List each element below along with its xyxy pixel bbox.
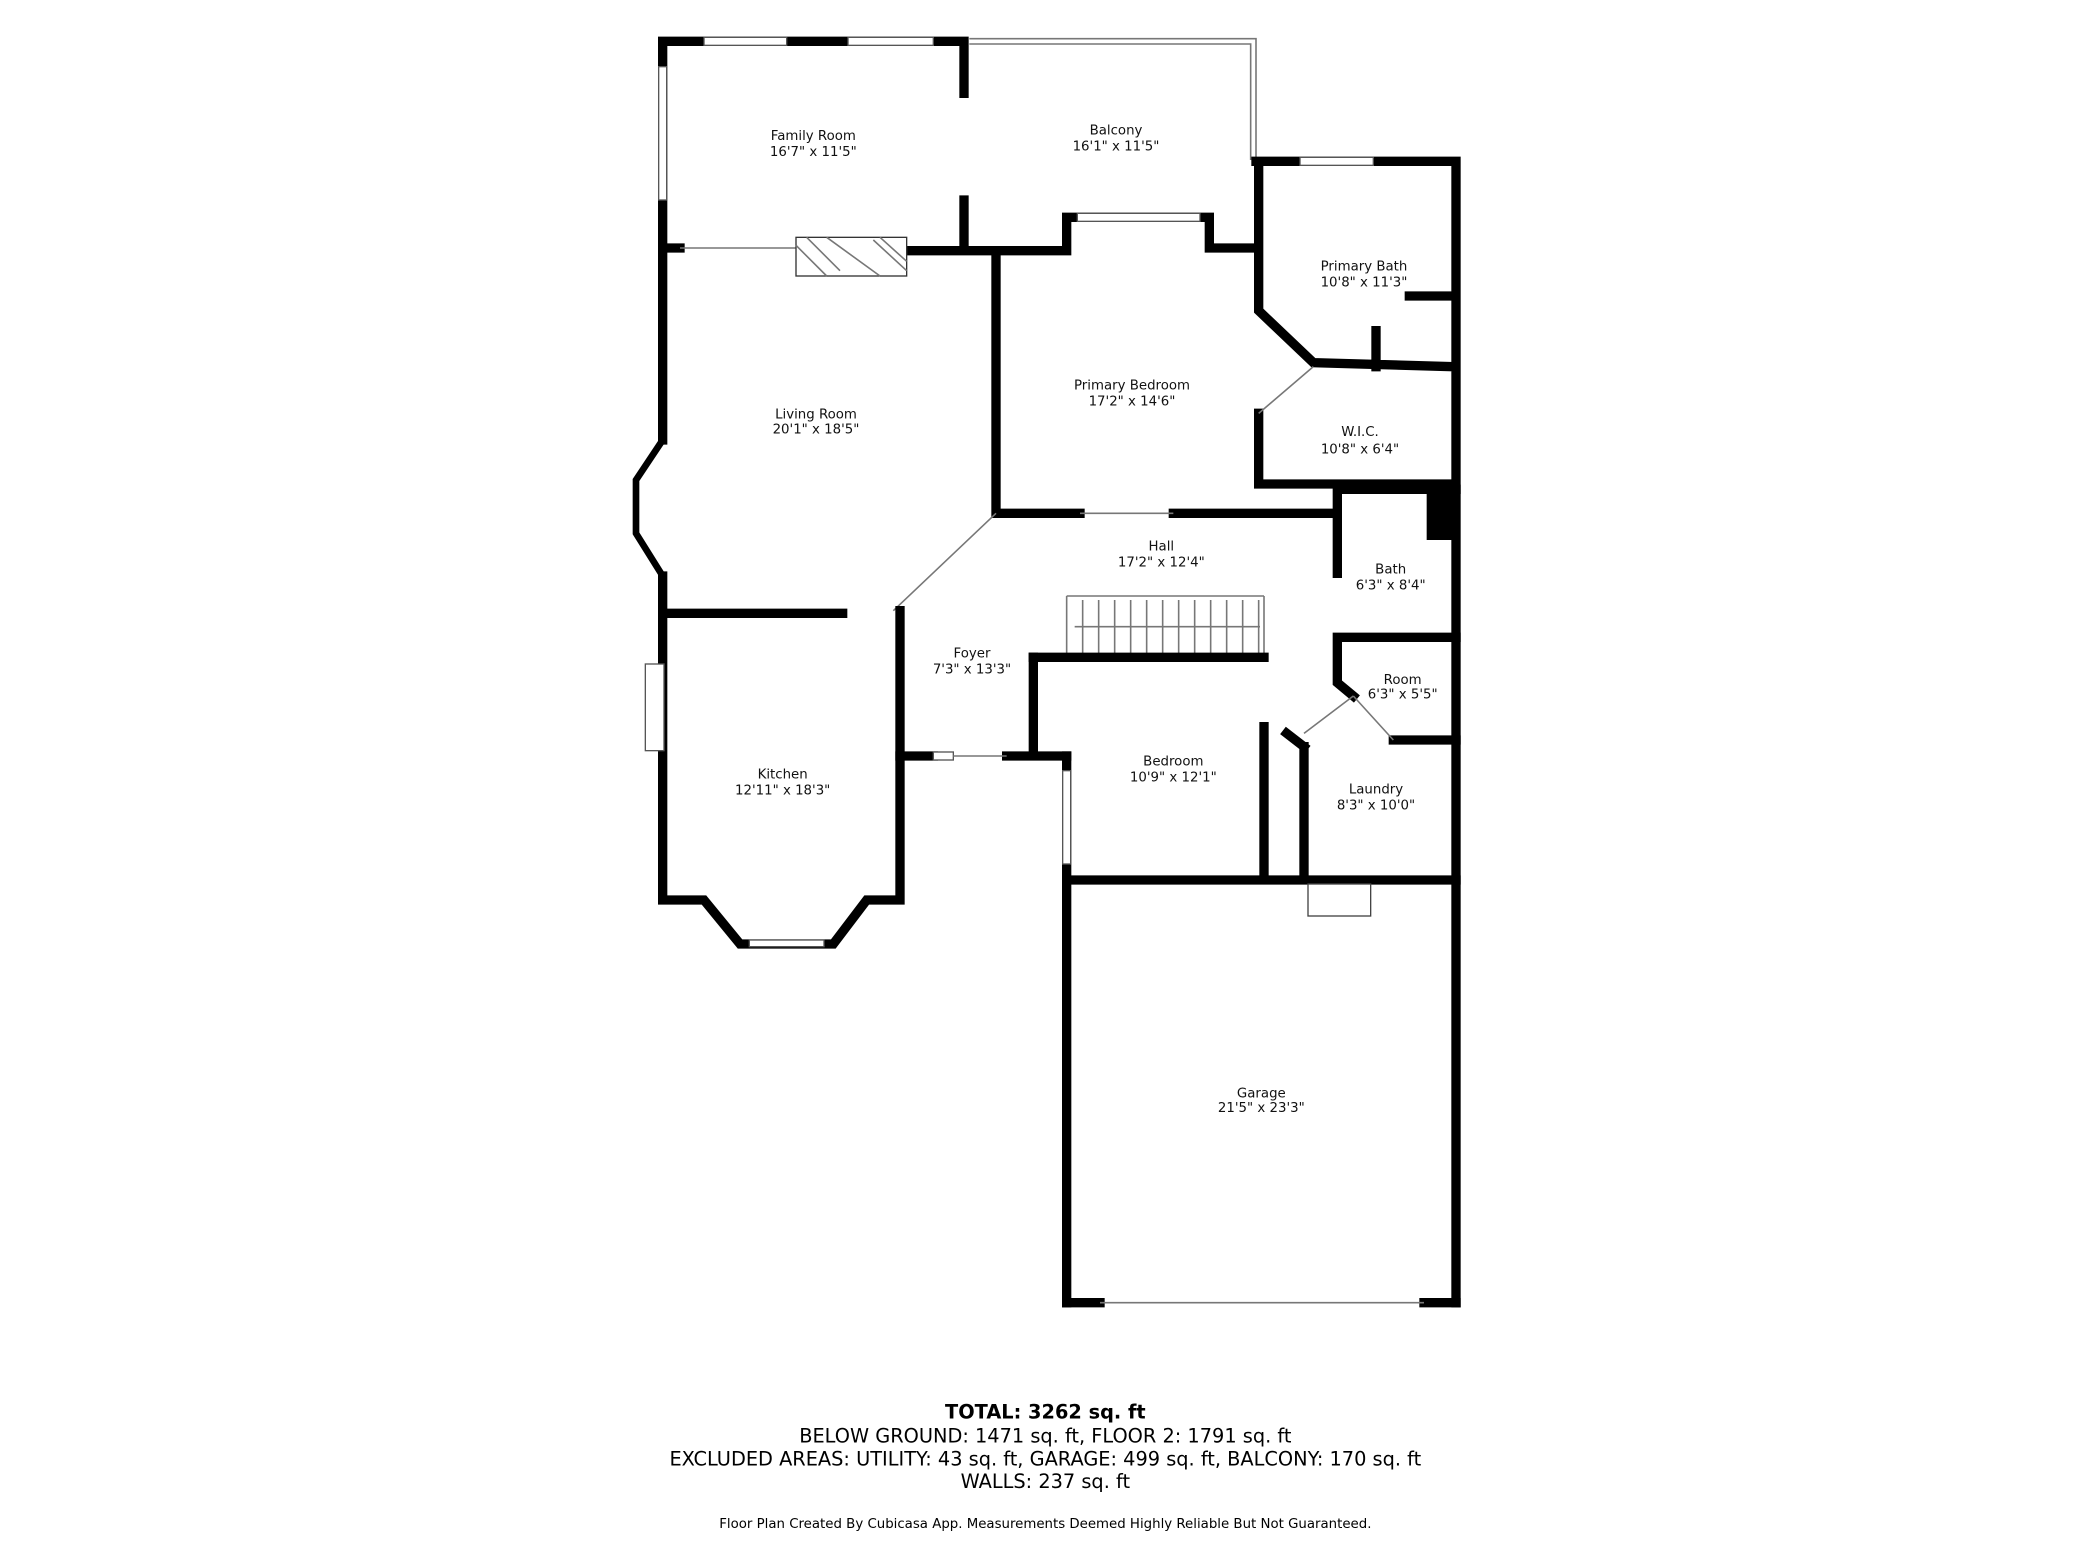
room-name-room: Room: [1384, 673, 1422, 688]
total-area: TOTAL: 3262 sq. ft: [945, 1401, 1146, 1424]
room-size-bedroom: 10'9" x 12'1": [1130, 770, 1217, 785]
stairs: [1065, 595, 1265, 658]
room-size-wic: 10'8" x 6'4": [1321, 442, 1399, 457]
walls: [632, 36, 1461, 1308]
room-labels: Family Room 16'7" x 11'5" Balcony 16'1" …: [735, 124, 1438, 1116]
room-name-kitchen: Kitchen: [758, 768, 808, 783]
room-size-room: 6'3" x 5'5": [1368, 688, 1438, 703]
room-name-garage: Garage: [1237, 1086, 1286, 1101]
room-size-bath: 6'3" x 8'4": [1356, 578, 1426, 593]
fireplace: [795, 236, 908, 277]
room-size-living-room: 20'1" x 18'5": [773, 422, 860, 437]
room-size-hall: 17'2" x 12'4": [1118, 556, 1205, 571]
room-name-primary-bath: Primary Bath: [1321, 260, 1408, 275]
room-name-foyer: Foyer: [954, 646, 991, 661]
room-size-laundry: 8'3" x 10'0": [1337, 798, 1415, 813]
room-size-garage: 21'5" x 23'3": [1218, 1101, 1305, 1116]
room-name-hall: Hall: [1149, 540, 1175, 555]
room-size-balcony: 16'1" x 11'5": [1073, 140, 1160, 155]
room-name-living-room: Living Room: [775, 408, 857, 423]
excluded-areas: EXCLUDED AREAS: UTILITY: 43 sq. ft, GARA…: [669, 1447, 1421, 1470]
room-size-foyer: 7'3" x 13'3": [933, 662, 1011, 677]
floor-areas: BELOW GROUND: 1471 sq. ft, FLOOR 2: 1791…: [799, 1425, 1292, 1448]
room-name-laundry: Laundry: [1349, 782, 1403, 797]
disclaimer: Floor Plan Created By Cubicasa App. Meas…: [719, 1517, 1371, 1532]
room-name-primary-bedroom: Primary Bedroom: [1074, 378, 1190, 393]
room-size-primary-bath: 10'8" x 11'3": [1321, 276, 1408, 291]
room-name-bath: Bath: [1375, 562, 1406, 577]
room-size-family-room: 16'7" x 11'5": [770, 145, 857, 160]
walls-area: WALLS: 237 sq. ft: [961, 1470, 1131, 1493]
room-size-primary-bedroom: 17'2" x 14'6": [1089, 394, 1176, 409]
room-size-kitchen: 12'11" x 18'3": [735, 784, 830, 799]
room-name-wic: W.I.C.: [1341, 425, 1379, 440]
room-name-family-room: Family Room: [771, 129, 856, 144]
area-summary: TOTAL: 3262 sq. ft BELOW GROUND: 1471 sq…: [669, 1401, 1421, 1532]
room-name-balcony: Balcony: [1090, 124, 1143, 139]
room-name-bedroom: Bedroom: [1143, 754, 1203, 769]
